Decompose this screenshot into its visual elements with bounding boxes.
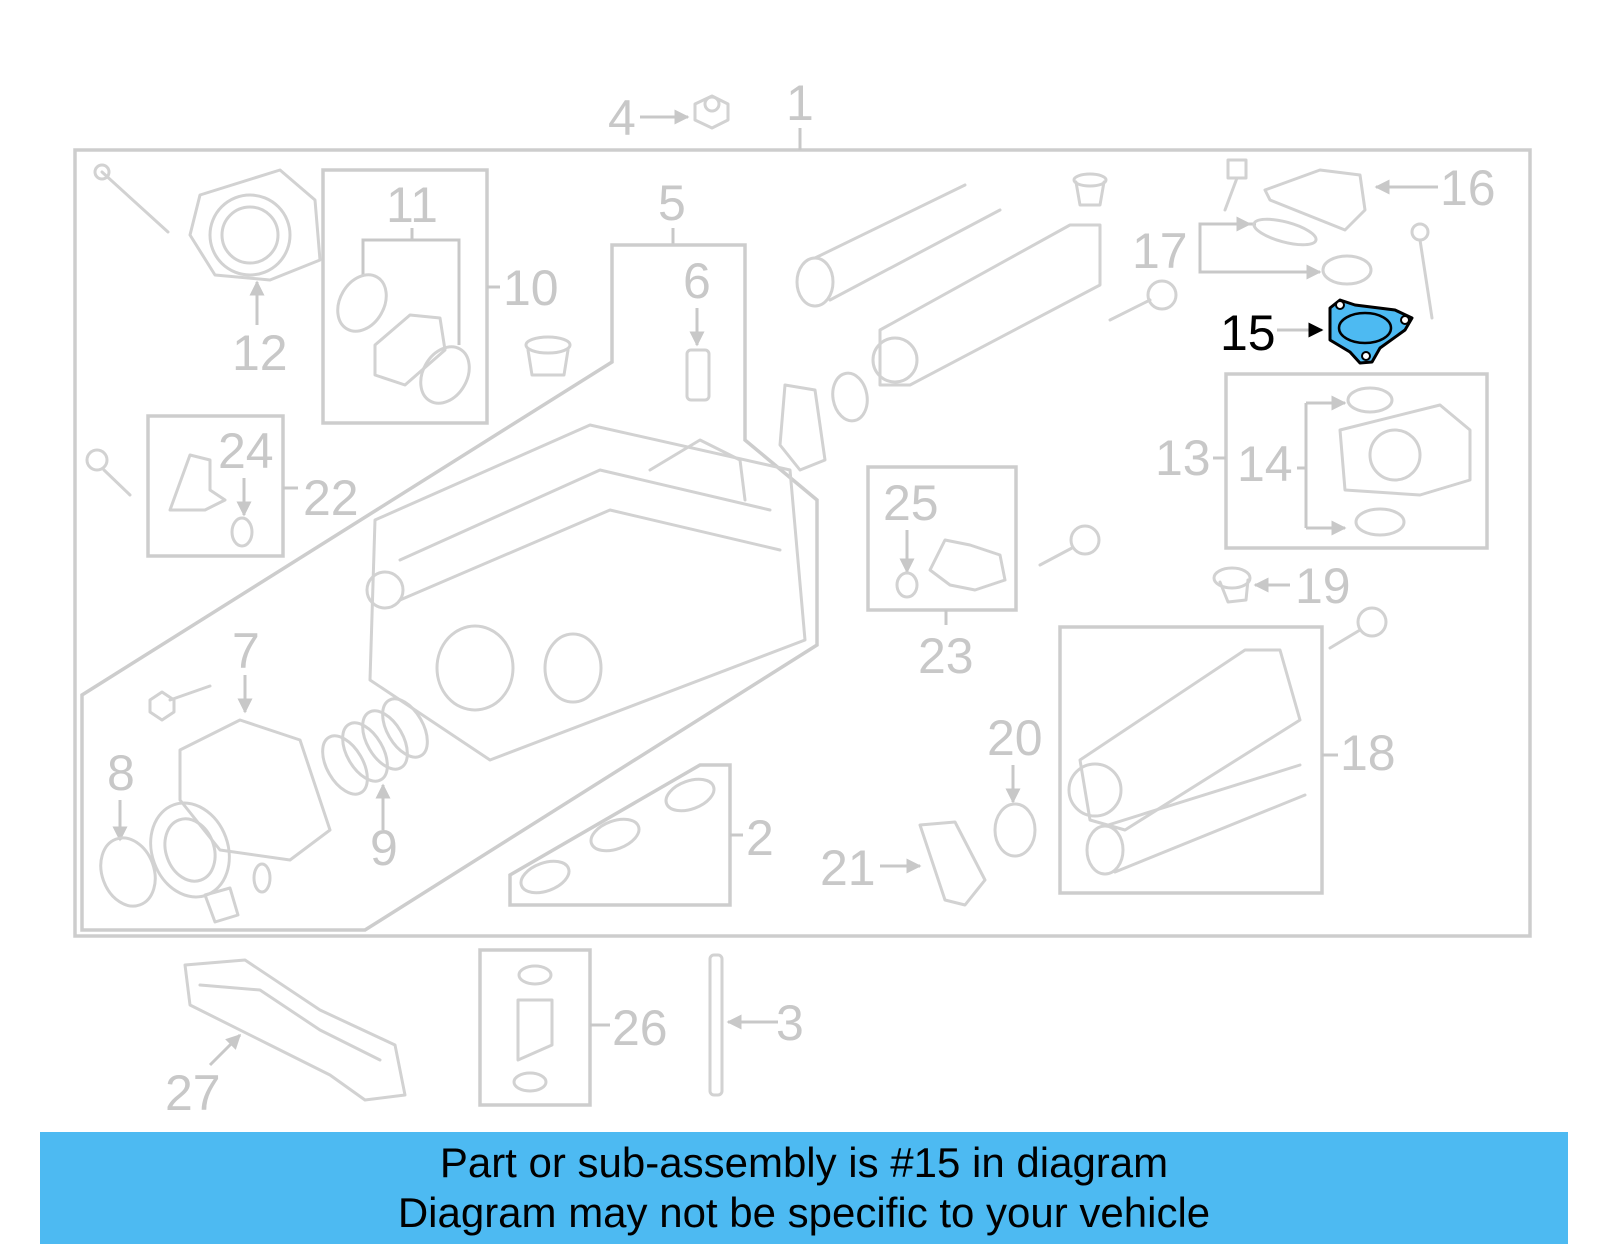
callout-2: 2 [746,810,774,866]
callout-10: 10 [503,260,559,316]
callout-11: 11 [386,177,438,233]
bolt-part-16 [1223,158,1248,212]
elbow-part-16 [1263,168,1367,232]
sensor-part-23 [928,538,1007,592]
callout-4: 4 [608,90,636,146]
seal-kit-box [321,168,489,425]
callout-9: 9 [370,820,398,876]
supercharger-part [365,423,807,762]
gasket-part-15-highlighted[interactable] [1328,298,1414,365]
gasket-part-17a [1252,217,1318,247]
stud-part [1410,222,1434,320]
callout-25: 25 [883,475,939,531]
banner-line-1: Part or sub-assembly is #15 in diagram [439,1139,1169,1186]
main-assembly-frame [73,148,1532,938]
callout-6: 6 [683,253,711,309]
supercharger-region-outline [80,243,819,932]
intercooler-lower-part-18 [1067,648,1307,876]
callout-24: 24 [218,423,274,479]
callout-1: 1 [786,75,814,131]
callout-18: 18 [1340,725,1396,781]
callout-19: 19 [1295,558,1351,614]
coupler-part-9 [321,697,429,796]
callout-21: 21 [820,840,876,896]
sensor-part-22 [168,453,254,548]
bolt-part-19 [1328,606,1388,650]
cap-part [524,335,572,377]
seal-ring-parts [336,273,471,405]
callout-17: 17 [1132,223,1188,279]
sensor-box-23 [866,465,1018,612]
coolant-pipe-part-27 [183,958,407,1102]
gasket-part-top [778,371,869,472]
callout-27: 27 [165,1065,221,1121]
callout-13: 13 [1155,430,1211,486]
callout-22: 22 [303,470,359,526]
bolt-part-7 [148,684,212,722]
intercooler-upper-part [795,172,1108,387]
throttle-body-box-13 [1224,372,1489,550]
o-ring-part-17b [1321,254,1373,286]
callout-26: 26 [612,1000,668,1056]
info-banner: Part or sub-assembly is #15 in diagram D… [40,1132,1568,1244]
callout-20: 20 [987,710,1043,766]
intake-gasket-part-2 [519,777,716,895]
stud-part-3 [708,953,724,1097]
elbow-housing-part [149,718,332,924]
gasket-part-21 [918,820,987,907]
callout-5: 5 [658,175,686,231]
bolt-part-top [1108,279,1178,322]
bolt-part-23 [1038,524,1101,567]
o-ring-part-8 [99,836,157,908]
o-ring-part-14a [1346,386,1394,414]
banner-line-2: Diagram may not be specific to your vehi… [397,1189,1211,1236]
nut-part [693,94,730,130]
throttle-housing-part [93,163,322,282]
callout-12: 12 [232,325,288,381]
gasket-region-2 [508,763,732,907]
callout-8: 8 [107,745,135,801]
callout-3: 3 [776,995,804,1051]
callout-14: 14 [1237,436,1293,492]
bolt-part-22 [85,448,132,497]
sensor-box-22 [146,414,285,558]
fitting-part-26 [512,964,554,1093]
callout-7: 7 [232,623,260,679]
o-ring-part-25 [895,571,919,599]
o-ring-part-14b [1354,507,1406,537]
callout-15[interactable]: 15 [1220,305,1276,361]
intercooler-box-18 [1058,625,1324,895]
cap-part-19 [1212,566,1252,604]
callout-16: 16 [1440,160,1496,216]
callout-23: 23 [918,628,974,684]
o-ring-part-20 [993,802,1037,858]
fitting-box-26 [478,948,592,1107]
throttle-body-part-14 [1338,403,1472,497]
